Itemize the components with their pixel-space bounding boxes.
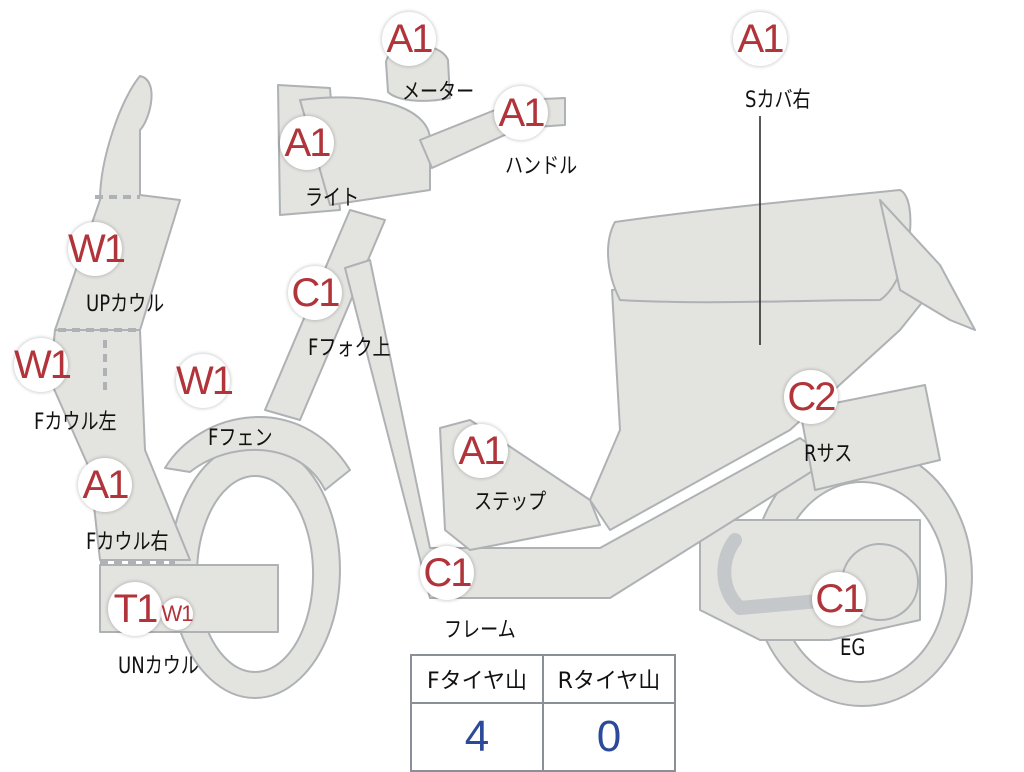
f-cowl-left-code-badge: W1 bbox=[14, 338, 72, 392]
f-cowl-right-label: Fカウル右 bbox=[86, 530, 169, 555]
un-cowl-code-badge: T1 bbox=[108, 582, 162, 636]
step-label: ステップ bbox=[474, 490, 547, 515]
handle-code-badge: A1 bbox=[494, 86, 548, 140]
s-cover-right-code-badge: A1 bbox=[733, 12, 787, 66]
engine-code-badge: C1 bbox=[812, 572, 866, 626]
front-tire-value: 4 bbox=[410, 702, 544, 772]
frame-label: フレーム bbox=[444, 618, 516, 643]
front-tire-header: Fタイヤ山 bbox=[410, 654, 544, 704]
step-code-badge: A1 bbox=[454, 424, 508, 478]
handle-label: ハンドル bbox=[505, 154, 578, 179]
rear-tire-header: Rタイヤ山 bbox=[542, 654, 676, 704]
muffler-pipe bbox=[717, 533, 837, 615]
tire-tread-table: Fタイヤ山 Rタイヤ山 4 0 bbox=[410, 654, 676, 772]
s-cover-right-label: Sカバ右 bbox=[745, 88, 811, 113]
f-fender-code-badge: W1 bbox=[176, 354, 234, 408]
light-code-badge: A1 bbox=[280, 116, 334, 170]
meter-label: メーター bbox=[402, 80, 475, 105]
f-cowl-left-label: Fカウル左 bbox=[34, 410, 117, 435]
light-label: ライト bbox=[305, 186, 360, 211]
fender bbox=[164, 416, 351, 491]
un-cowl-label: UNカウル bbox=[118, 654, 199, 679]
rear-tail bbox=[879, 199, 976, 331]
rear-shock bbox=[799, 384, 941, 491]
r-suspension-label: Rサス bbox=[804, 442, 853, 467]
f-fender-label: Fフェン bbox=[208, 426, 273, 451]
front-wheel bbox=[169, 441, 341, 699]
r-suspension-code-badge: C2 bbox=[784, 370, 838, 424]
f-fork-upper-label: Fフォク上 bbox=[308, 336, 391, 361]
seat bbox=[607, 189, 912, 304]
meter-code-badge: A1 bbox=[382, 12, 436, 66]
engine-label: EG bbox=[840, 636, 866, 661]
un-cowl-code2-badge: W1 bbox=[161, 598, 194, 630]
f-cowl-right-code-badge: A1 bbox=[78, 458, 132, 512]
frame-code-badge: C1 bbox=[420, 546, 474, 600]
f-fork-upper-code-badge: C1 bbox=[288, 266, 342, 320]
up-cowl-code-badge: W1 bbox=[68, 222, 126, 276]
rear-tire-value: 0 bbox=[542, 702, 676, 772]
up-cowl-label: UPカウル bbox=[86, 292, 165, 317]
